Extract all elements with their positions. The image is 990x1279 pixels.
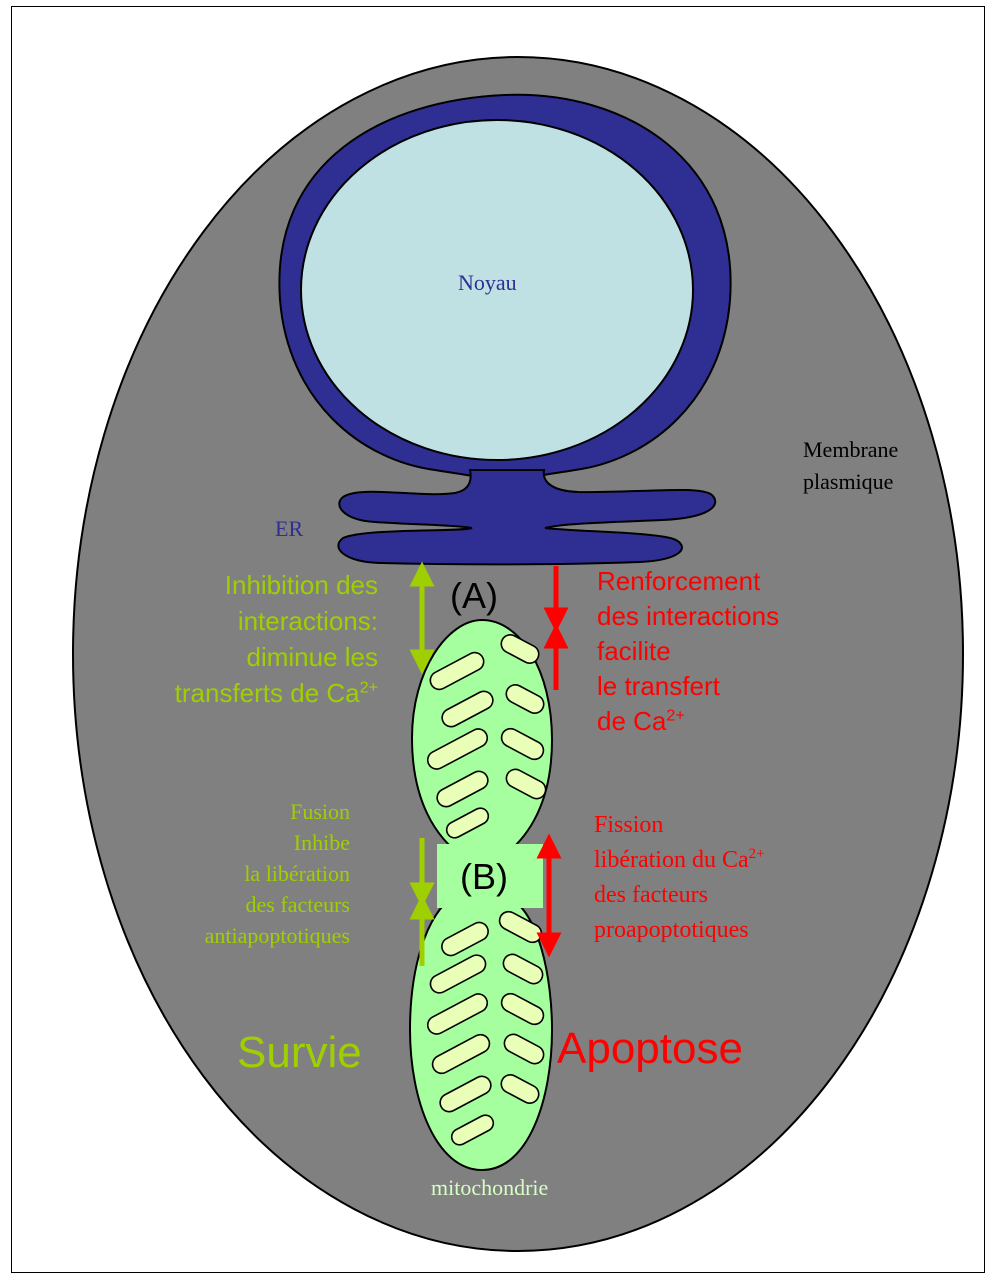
right-a-line-1: Renforcement [597,564,779,599]
right-a-line-5: de Ca2+ [597,704,779,739]
mitochondria-label: mitochondrie [431,1175,548,1201]
right-b-line-2: libération du Ca2+ [594,843,764,878]
left-b-line-3: la libération [205,858,350,889]
left-a-line-4: transferts de Ca2+ [175,675,378,711]
right-b-line-1: Fission [594,808,764,843]
left-b-line-4: des facteurs [205,889,350,920]
survival-label: Survie [237,1028,362,1078]
marker-b: (B) [460,856,508,898]
right-a-line-4: le transfert [597,669,779,704]
left-a-line-1: Inhibition des [175,567,378,603]
left-a-line-2: interactions: [175,603,378,639]
right-a-line-2: des interactions [597,599,779,634]
left-b-line-5: antiapoptotiques [205,920,350,951]
apoptosis-label: Apoptose [557,1024,743,1074]
plasma-membrane-label: Membrane plasmique [803,434,898,498]
fission-text: Fission libération du Ca2+ des facteurs … [594,808,764,948]
nucleus-label: Noyau [458,270,517,296]
inhibition-interactions-text: Inhibition des interactions: diminue les… [175,567,378,711]
left-a-line-3: diminue les [175,639,378,675]
left-b-line-1: Fusion [205,796,350,827]
membrane-line-2: plasmique [803,466,898,498]
right-a-line-3: facilite [597,634,779,669]
marker-a: (A) [450,575,498,617]
er-label: ER [275,516,303,542]
membrane-line-1: Membrane [803,434,898,466]
left-b-line-2: Inhibe [205,827,350,858]
right-b-line-3: des facteurs [594,878,764,913]
right-b-line-4: proapoptotiques [594,913,764,948]
reinforcement-interactions-text: Renforcement des interactions facilite l… [597,564,779,739]
fusion-text: Fusion Inhibe la libération des facteurs… [205,796,350,951]
